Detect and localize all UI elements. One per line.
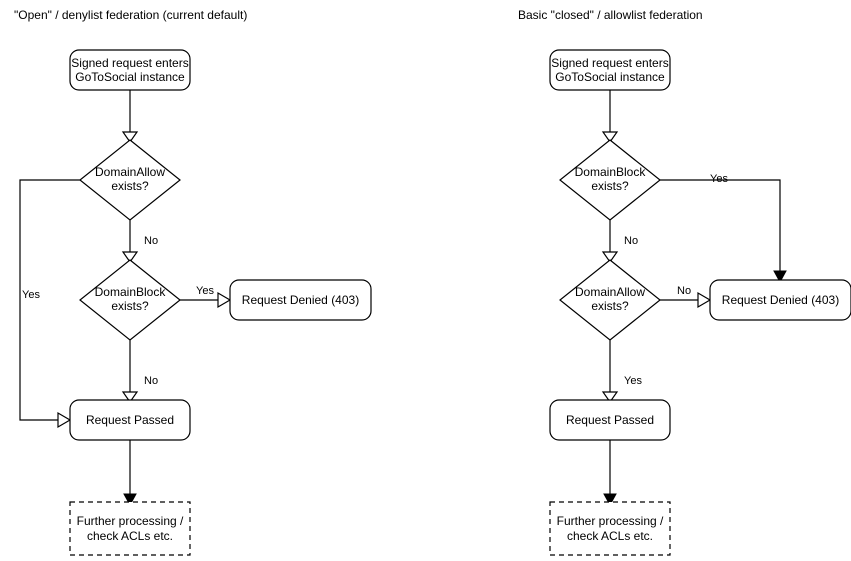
node-entry-denylist: Signed request enters GoToSocial instanc…	[69, 49, 191, 91]
passed-label: Request Passed	[86, 413, 174, 427]
edge-domainallow-yes-to-passed-allowlist: Yes	[601, 340, 642, 404]
denied-box-shape	[229, 279, 372, 321]
entry-label-line2: GoToSocial instance	[555, 70, 665, 84]
edge-entry-to-domainblock-allowlist	[601, 90, 619, 144]
node-request-passed-allowlist: Request Passed	[549, 399, 671, 441]
further-label-line1: Further processing /	[77, 514, 184, 528]
further-label-line1: Further processing /	[557, 514, 664, 528]
decision-label-line1: DomainAllow	[575, 285, 645, 299]
node-decision-domainblock-allowlist: DomainBlock exists?	[559, 139, 661, 221]
edge-label-no: No	[144, 375, 158, 387]
node-further-processing-allowlist: Further processing / check ACLs etc.	[549, 501, 671, 556]
edge-passed-to-further-denylist	[123, 440, 137, 507]
edge-label-no: No	[677, 285, 691, 297]
edge-label-yes: Yes	[710, 173, 728, 185]
node-request-passed-denylist: Request Passed	[69, 399, 191, 441]
edge-label-yes: Yes	[22, 289, 40, 301]
entry-label-line1: Signed request enters	[551, 56, 668, 70]
node-request-denied-allowlist: Request Denied (403)	[709, 279, 851, 321]
further-box-shape	[69, 501, 191, 556]
decision-label-line1: DomainAllow	[95, 165, 165, 179]
edge-label-no: No	[144, 235, 158, 247]
edge-domainallow-yes-to-passed: Yes	[19, 179, 80, 429]
edge-label-yes: Yes	[624, 375, 642, 387]
edge-label-no: No	[624, 235, 638, 247]
edge-entry-to-domainallow	[121, 90, 139, 144]
decision-label-line2: exists?	[591, 179, 629, 193]
entry-label-line1: Signed request enters	[71, 56, 188, 70]
arrowhead-filled	[123, 493, 137, 507]
further-box-shape	[549, 501, 671, 556]
node-decision-domainblock-denylist: DomainBlock exists?	[79, 259, 181, 341]
edge-line	[19, 179, 80, 421]
arrowhead-open	[217, 291, 232, 309]
arrowhead-filled	[603, 493, 617, 507]
arrowhead-filled	[773, 270, 787, 284]
edge-passed-to-further-allowlist	[603, 440, 617, 507]
edge-domainblock-no-to-domainallow-allowlist: No	[601, 220, 638, 264]
arrowhead-open	[601, 391, 619, 404]
node-decision-domainallow-allowlist: DomainAllow exists?	[559, 259, 661, 341]
arrowhead-open	[57, 411, 72, 429]
arrowhead-open	[121, 391, 139, 404]
edge-domainallow-no-to-denied-allowlist: No	[660, 285, 712, 309]
decision-label-line2: exists?	[111, 299, 149, 313]
node-further-processing-denylist: Further processing / check ACLs etc.	[69, 501, 191, 556]
arrowhead-open	[121, 131, 139, 144]
edge-domainblock-yes-to-denied: Yes	[180, 285, 232, 309]
denied-label: Request Denied (403)	[242, 293, 359, 307]
further-label-line2: check ACLs etc.	[567, 529, 653, 543]
node-request-denied-denylist: Request Denied (403)	[229, 279, 372, 321]
decision-label-line1: DomainBlock	[575, 165, 647, 179]
entry-label-line2: GoToSocial instance	[75, 70, 185, 84]
arrowhead-open	[697, 291, 712, 309]
arrowhead-open	[121, 251, 139, 264]
passed-label: Request Passed	[566, 413, 654, 427]
denied-label: Request Denied (403)	[722, 293, 839, 307]
denied-box-shape	[709, 279, 851, 321]
decision-label-line2: exists?	[591, 299, 629, 313]
edge-domainblock-no-to-passed: No	[121, 340, 158, 404]
edge-label-yes: Yes	[196, 285, 214, 297]
arrowhead-open	[601, 251, 619, 264]
further-label-line2: check ACLs etc.	[87, 529, 173, 543]
panel-title-denylist: "Open" / denylist federation (current de…	[14, 8, 247, 22]
node-entry-allowlist: Signed request enters GoToSocial instanc…	[549, 49, 671, 91]
decision-label-line2: exists?	[111, 179, 149, 193]
edge-line	[660, 179, 781, 273]
node-decision-domainallow-denylist: DomainAllow exists?	[79, 139, 181, 221]
edge-domainblock-yes-to-denied-allowlist: Yes	[660, 173, 787, 284]
decision-label-line1: DomainBlock	[95, 285, 167, 299]
arrowhead-open	[601, 131, 619, 144]
panel-title-allowlist: Basic "closed" / allowlist federation	[518, 8, 703, 22]
edge-domainallow-no-to-domainblock: No	[121, 220, 158, 264]
